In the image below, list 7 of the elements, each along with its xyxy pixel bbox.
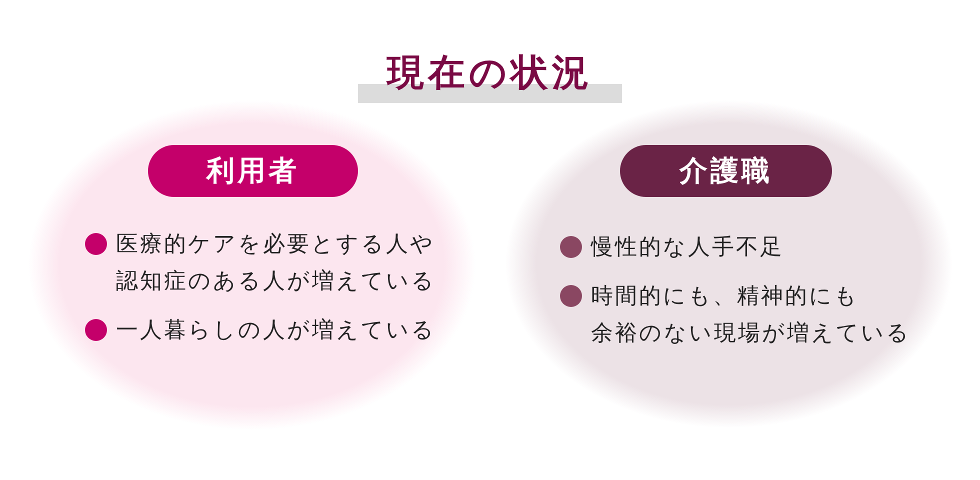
bullet-text: 慢性的な人手不足	[591, 234, 785, 262]
bullet-text: 一人暮らしの人が増えている	[116, 317, 437, 345]
bullet-text: 医療的ケアを必要とする人や認知症のある人が増えている	[116, 231, 437, 296]
group-heading: 利用者	[148, 145, 358, 197]
bullet-text: 時間的にも、精神的にも余裕のない現場が増えている	[591, 283, 912, 348]
group-heading: 介護職	[620, 145, 832, 197]
title: 現在の状況	[387, 50, 593, 96]
